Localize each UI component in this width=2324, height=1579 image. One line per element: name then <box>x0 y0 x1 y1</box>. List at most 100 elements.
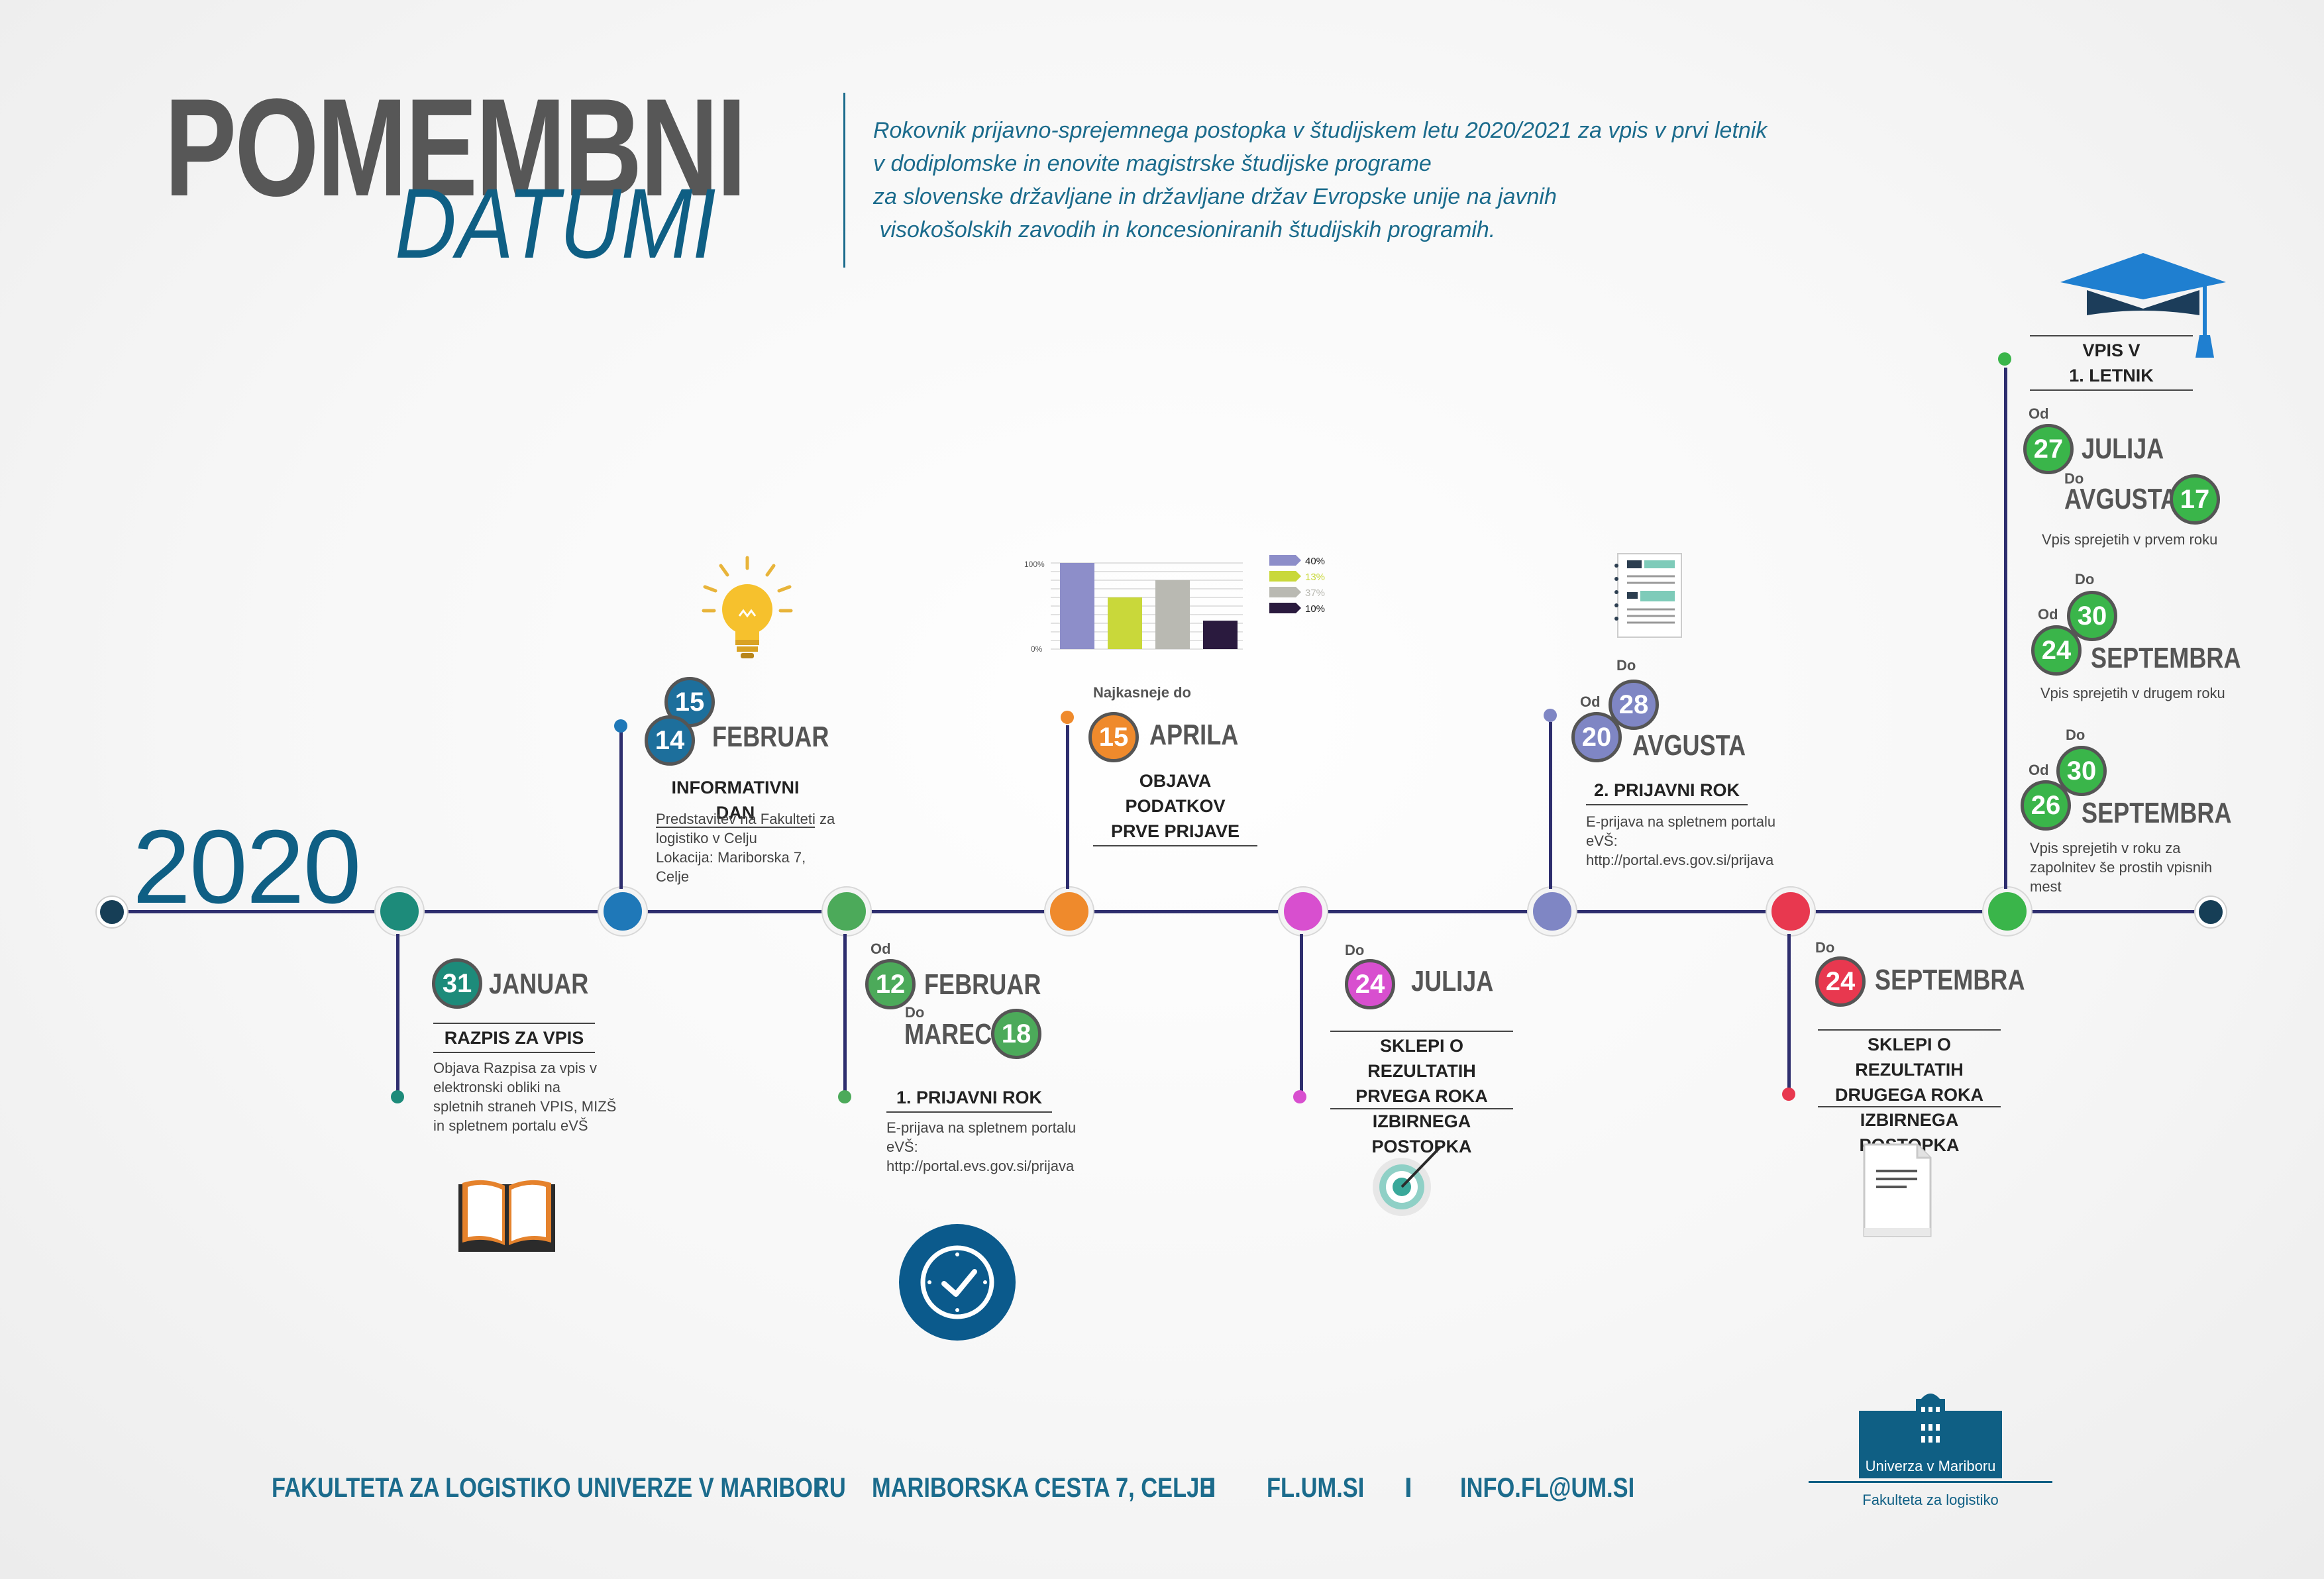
clock-icon <box>899 1224 1016 1341</box>
date-badge: 28 <box>1609 680 1659 730</box>
event-title: 2. PRIJAVNI ROK <box>1586 776 1748 805</box>
connector <box>1300 934 1303 1096</box>
page-subtitle: DATUMI <box>395 168 716 279</box>
timeline-axis <box>111 910 2210 913</box>
od-label: Od <box>871 941 891 957</box>
month-label: SEPTEMBRA <box>2082 797 2232 829</box>
connector <box>843 934 847 1096</box>
document-icon <box>1863 1143 1932 1237</box>
month-label: JANUAR <box>489 968 589 1000</box>
header-divider <box>843 93 845 268</box>
date-badge: 15 <box>1088 712 1139 762</box>
connector-dot <box>391 1090 404 1103</box>
connector <box>619 729 623 889</box>
footer-website[interactable]: FL.UM.SI <box>1267 1472 1365 1503</box>
month-label: FEBRUAR <box>924 968 1041 1001</box>
od-label: Od <box>2029 405 2049 422</box>
legend-label: 10% <box>1305 603 1325 615</box>
graduation-cap-icon <box>2060 253 2226 358</box>
month-label: JULIJA <box>2082 433 2164 465</box>
timeline-node-prijavni-rok-2 <box>1528 888 1576 935</box>
timeline-node-vpis <box>1983 888 2031 935</box>
od-label: Od <box>2038 606 2058 623</box>
page-title: POMEMBNI <box>164 70 747 225</box>
connector-dot <box>838 1090 851 1103</box>
event-title: 1. PRIJAVNI ROK <box>886 1084 1052 1113</box>
do-label: Do <box>2064 470 2084 487</box>
date-badge: 27 <box>2023 424 2074 474</box>
od-label: Od <box>2029 762 2049 778</box>
month-label: MAREC <box>904 1018 992 1050</box>
book-icon <box>458 1180 555 1252</box>
month-label: SEPTEMBRA <box>2091 642 2241 674</box>
connector-dot <box>1061 711 1074 724</box>
month-label: AVGUSTA <box>2064 483 2178 515</box>
month-label: SEPTEMBRA <box>1875 964 2025 996</box>
do-label: Do <box>1345 942 1365 958</box>
date-badge: 20 <box>1571 712 1622 762</box>
date-badge: 24 <box>2031 625 2082 676</box>
legend-swatch <box>1269 555 1301 566</box>
date-badge: 18 <box>991 1009 1041 1059</box>
footer-faculty: FAKULTETA ZA LOGISTIKO UNIVERZE V MARIBO… <box>272 1472 846 1503</box>
logo-name: Univerza v Mariboru <box>1859 1454 2002 1478</box>
timeline-node-januar <box>376 888 423 935</box>
legend-label: 37% <box>1305 587 1325 599</box>
year-label: 2020 <box>132 809 361 925</box>
date-badge: 14 <box>645 715 695 766</box>
od-label: Od <box>1580 693 1601 710</box>
footer-email[interactable]: INFO.FL@UM.SI <box>1460 1472 1635 1503</box>
timeline-node-septembra <box>1767 888 1815 935</box>
event-title: INFORMATIVNI DAN <box>656 774 815 828</box>
month-label: FEBRUAR <box>712 721 829 753</box>
legend-swatch <box>1269 571 1301 582</box>
event-title: RAZPIS ZA VPIS <box>433 1023 595 1053</box>
connector <box>1549 722 1552 889</box>
connector-dot <box>1293 1090 1306 1103</box>
do-label: Do <box>1616 657 1636 674</box>
footer-address: MARIBORSKA CESTA 7, CELJE <box>872 1472 1215 1503</box>
logo-faculty: Fakulteta za logistiko <box>1862 1492 1999 1508</box>
connector-dot <box>1998 352 2011 366</box>
connector <box>396 934 399 1096</box>
event-description: Vpis sprejetih v prvem roku <box>2042 531 2218 548</box>
chart-bar <box>1060 563 1094 649</box>
target-icon <box>1373 1146 1442 1216</box>
legend-swatch <box>1269 587 1301 597</box>
date-badge: 31 <box>432 958 482 1009</box>
document-list-icon <box>1614 553 1682 638</box>
y-tick-label: 0% <box>1031 644 1043 654</box>
do-label: Do <box>2075 571 2095 587</box>
logo-divider <box>1809 1481 2052 1483</box>
connector <box>1787 934 1791 1096</box>
timeline-node-julija <box>1279 888 1327 935</box>
footer-separator: I <box>1208 1472 1216 1503</box>
footer-separator: I <box>1404 1472 1412 1503</box>
timeline-node-prijavni-rok-1 <box>823 888 871 935</box>
chart-bar <box>1203 621 1238 649</box>
connector <box>2004 368 2007 889</box>
do-label: Do <box>905 1004 925 1021</box>
connector-dot <box>1782 1088 1795 1101</box>
date-badge: 24 <box>1815 956 1866 1007</box>
connector-dot <box>614 719 627 733</box>
bar-chart-icon: 100%0%40%13%37%10% <box>1024 550 1369 662</box>
timeline-start-dot <box>97 897 127 927</box>
connector <box>1066 725 1069 889</box>
y-tick-label: 100% <box>1024 560 1045 569</box>
chart-bar <box>1155 580 1190 649</box>
legend-label: 40% <box>1305 556 1325 567</box>
connector-dot <box>1544 709 1557 722</box>
date-badge: 12 <box>865 959 916 1009</box>
do-label: Do <box>1815 939 1835 956</box>
month-label: AVGUSTA <box>1632 729 1746 762</box>
date-badge: 30 <box>2067 591 2117 641</box>
